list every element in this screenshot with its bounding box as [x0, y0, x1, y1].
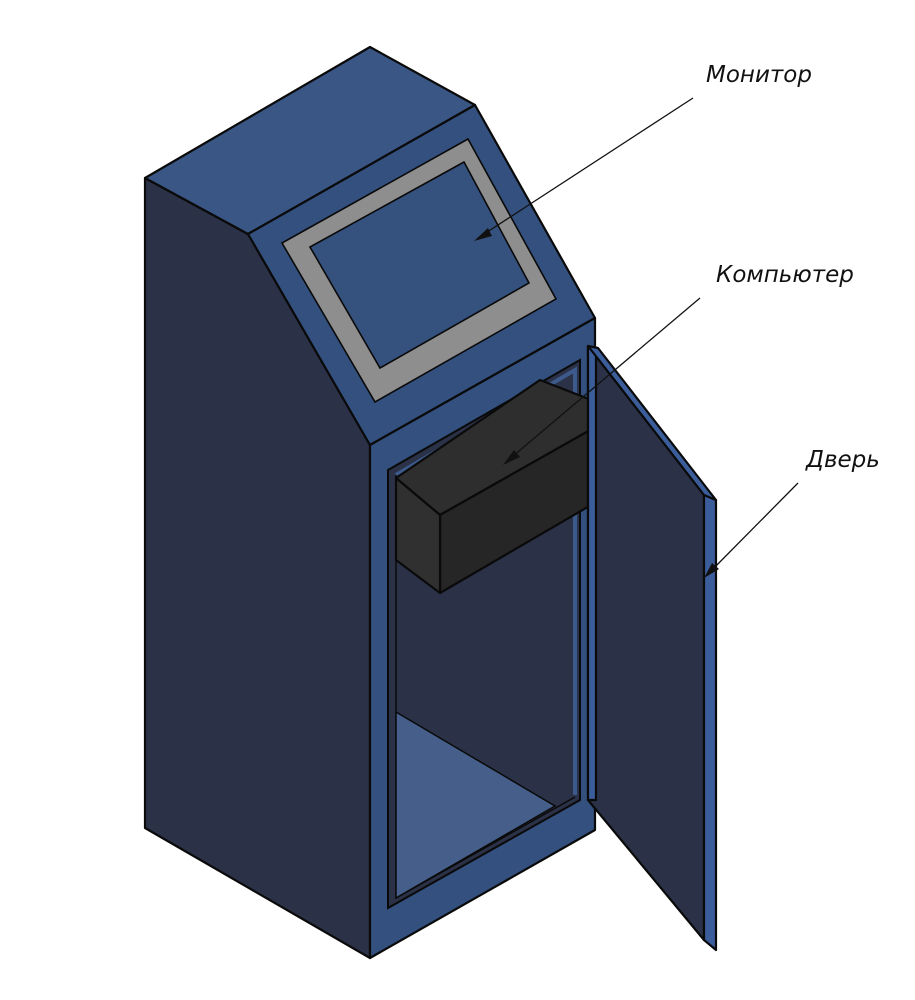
leader-door [704, 482, 799, 578]
door-edge [702, 493, 718, 952]
label-monitor: Монитор [706, 62, 812, 88]
monitor-screen [308, 160, 531, 370]
arrow-head-door [704, 563, 719, 578]
door-hinge-edge [586, 344, 598, 802]
leader-computer [503, 297, 701, 465]
cabinet-floor [395, 710, 557, 900]
door-top-edge [586, 344, 718, 502]
leader-monitor [474, 97, 694, 241]
label-door: Дверь [805, 447, 880, 473]
label-computer: Компьютер [716, 262, 854, 288]
arrow-head-computer [503, 450, 520, 465]
computer-left [394, 476, 442, 595]
arrow-head-monitor [474, 228, 492, 241]
door-panel [586, 344, 706, 942]
